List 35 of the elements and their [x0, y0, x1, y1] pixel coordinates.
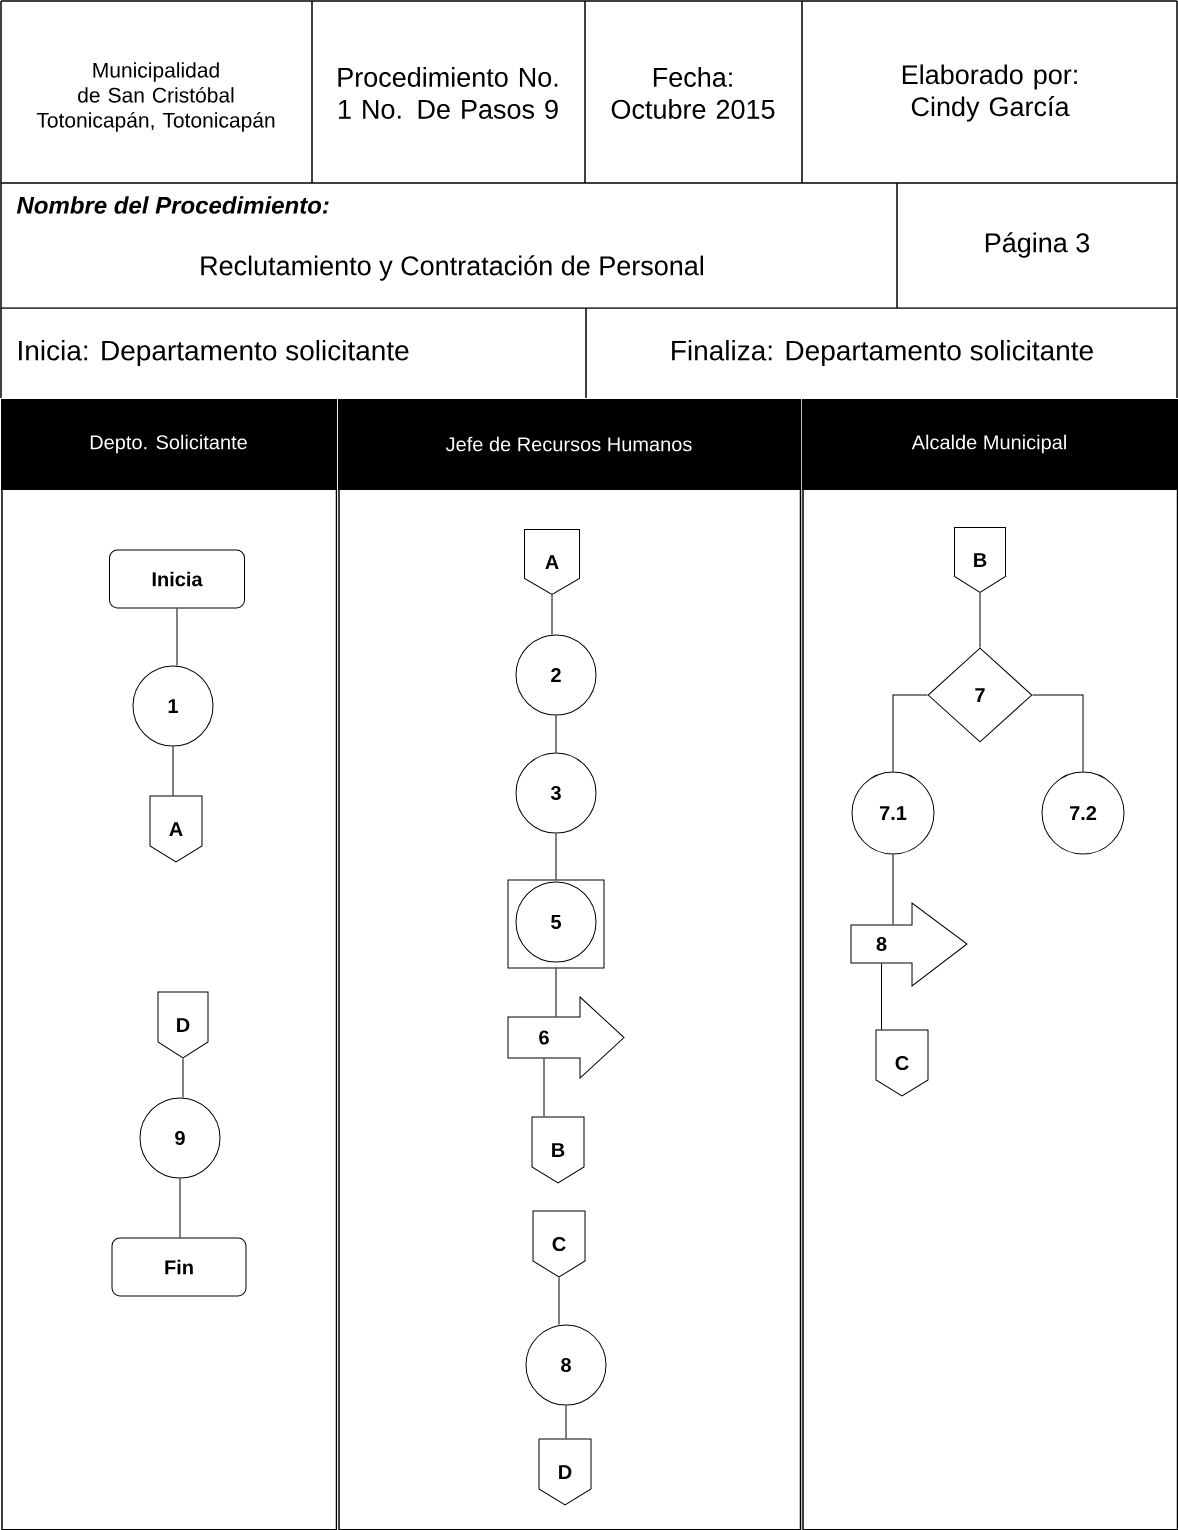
author-text: Elaborado por: Cindy García — [902, 64, 1077, 122]
connector-line — [172, 746, 174, 796]
connector-line — [176, 608, 178, 666]
procedure-name: Reclutamiento y Contratación de Personal — [201, 255, 703, 281]
offpage-connector: D — [538, 1438, 592, 1506]
offpage-connector: A — [149, 795, 203, 863]
connector-line — [558, 1277, 560, 1325]
connector-line — [555, 833, 557, 880]
end-text: Finaliza: Departamento solicitante — [672, 339, 1093, 367]
connector-line — [555, 968, 557, 1017]
connector-line — [179, 1178, 181, 1238]
procedure-number: Procedimiento No. 1 No. De Pasos 9 — [338, 67, 558, 119]
offpage-connector: A — [524, 529, 580, 595]
connector-line — [1032, 694, 1084, 772]
organization-name: Municipalidad de San Cristóbal Totonicapán, Totonicapán — [36, 62, 275, 132]
date-text: Fecha: Octubre 2015 — [611, 67, 775, 119]
offpage-connector: C — [875, 1029, 929, 1097]
connector-line — [551, 594, 553, 635]
connector-line — [881, 963, 882, 1030]
offpage-connector: D — [157, 991, 209, 1059]
page-number: Página 3 — [985, 232, 1090, 258]
field-heading: Nombre del Procedimiento: — [16, 196, 329, 214]
connector-line — [555, 715, 557, 753]
terminal-box: Fin — [111, 1237, 247, 1297]
start-text: Inicia: Departamento solicitante — [19, 339, 409, 367]
connector-line — [892, 694, 928, 772]
connector-line — [979, 592, 981, 648]
offpage-connector: B — [531, 1116, 585, 1184]
connector-line — [892, 854, 894, 925]
connector-line — [543, 1058, 545, 1117]
terminal-box: Inicia — [109, 549, 245, 609]
connector-line — [182, 1058, 184, 1098]
offpage-connector: B — [954, 527, 1006, 593]
connector-line — [565, 1405, 567, 1439]
offpage-connector: C — [532, 1210, 586, 1278]
